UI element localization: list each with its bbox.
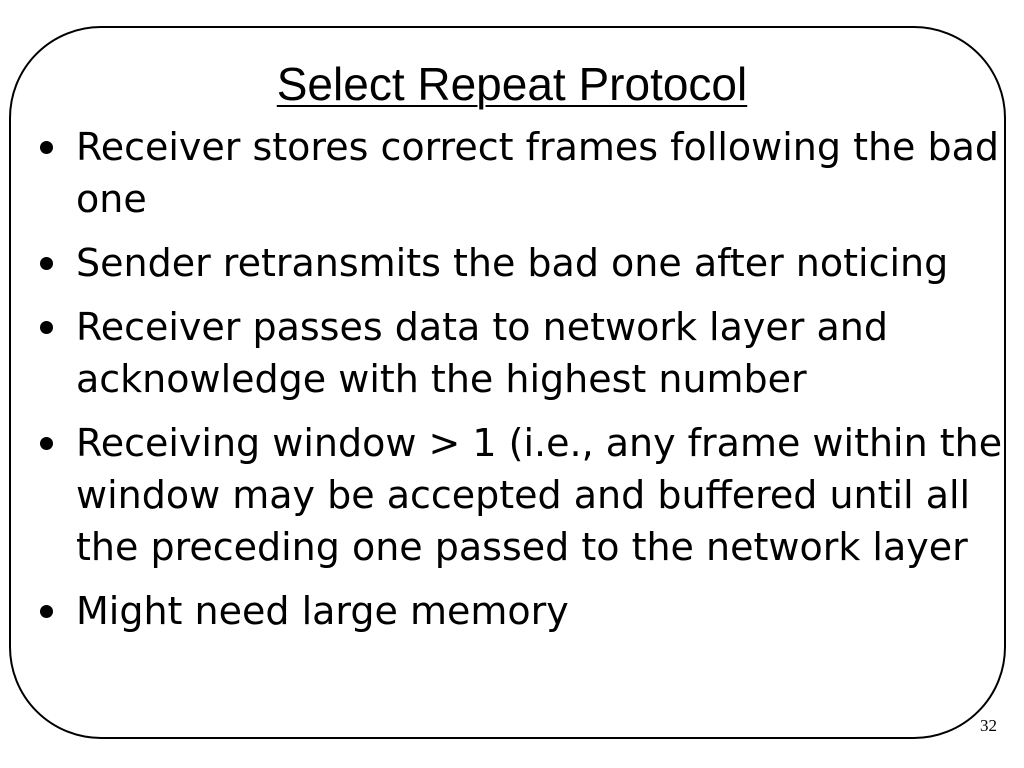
- list-item: Sender retransmits the bad one after not…: [38, 237, 1008, 289]
- bullet-text: Receiver passes data to network layer an…: [76, 305, 888, 401]
- bullet-dot-icon: [40, 437, 53, 450]
- list-item: Receiver passes data to network layer an…: [38, 301, 1008, 405]
- list-item: Receiving window > 1 (i.e., any frame wi…: [38, 417, 1008, 573]
- page-number: 32: [980, 716, 997, 735]
- list-item: Might need large memory: [38, 585, 1008, 637]
- bullet-text: Receiver stores correct frames following…: [76, 125, 1000, 221]
- bullet-list: Receiver stores correct frames following…: [38, 121, 1008, 637]
- slide-title: Select Repeat Protocol: [276, 58, 748, 110]
- slide-frame: [9, 26, 1006, 739]
- bullet-text: Receiving window > 1 (i.e., any frame wi…: [76, 421, 1003, 569]
- bullet-dot-icon: [40, 321, 53, 334]
- bullet-dot-icon: [40, 257, 53, 270]
- bullet-dot-icon: [40, 141, 53, 154]
- list-item: Receiver stores correct frames following…: [38, 121, 1008, 225]
- bullet-dot-icon: [40, 605, 53, 618]
- bullet-text: Sender retransmits the bad one after not…: [76, 241, 949, 285]
- bullet-text: Might need large memory: [76, 589, 569, 633]
